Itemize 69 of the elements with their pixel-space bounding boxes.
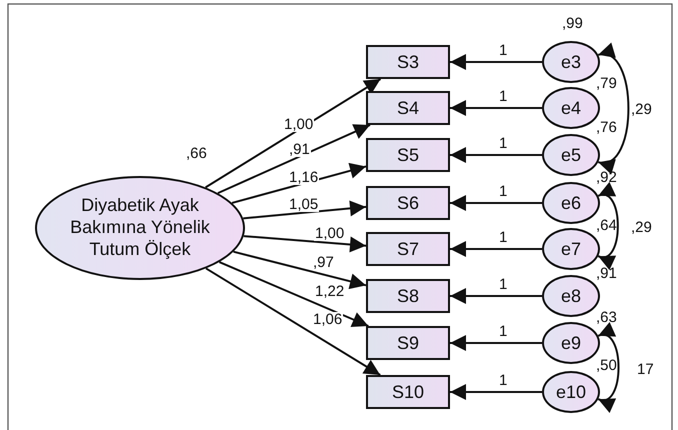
node-label: e9 bbox=[560, 334, 582, 352]
path-arrow bbox=[450, 384, 542, 400]
node-label: Diyabetik Ayak Bakımına Yönelik Tutum Ölçek bbox=[69, 195, 211, 261]
path-arrow bbox=[205, 78, 382, 188]
node-label: e3 bbox=[560, 53, 582, 71]
path-arrow bbox=[218, 261, 369, 328]
node-label: S6 bbox=[396, 194, 420, 212]
covariance-arrow bbox=[598, 325, 620, 410]
node-label: e6 bbox=[560, 194, 582, 212]
variance-label: ,50 bbox=[596, 358, 617, 373]
path-arrow bbox=[450, 195, 542, 211]
edge-label: 1,22 bbox=[314, 284, 346, 299]
path-arrow bbox=[450, 54, 542, 70]
path-arrow bbox=[244, 235, 366, 252]
edge-label: 1,16 bbox=[288, 170, 320, 185]
edge-label: 1 bbox=[498, 89, 508, 104]
path-arrow bbox=[450, 100, 542, 116]
edge-label: ,97 bbox=[312, 255, 335, 270]
edge-label: 1,00 bbox=[314, 226, 346, 241]
variance-label: ,99 bbox=[562, 16, 583, 31]
edge-label: 1 bbox=[498, 373, 508, 388]
edge-label: ,29 bbox=[630, 220, 653, 235]
edge-label: 1 bbox=[498, 43, 508, 58]
edge-label: ,91 bbox=[288, 142, 311, 157]
edge-label: ,29 bbox=[630, 102, 653, 117]
edge-label: 1 bbox=[498, 230, 508, 245]
node-label: S4 bbox=[396, 99, 420, 117]
edge-label: 1,00 bbox=[283, 117, 314, 132]
path-arrow bbox=[217, 124, 370, 194]
observed-variable-box bbox=[366, 375, 450, 409]
variance-label: ,63 bbox=[596, 310, 617, 325]
observed-variable-box bbox=[366, 138, 450, 172]
variance-label: ,64 bbox=[596, 218, 617, 233]
variance-label: ,66 bbox=[186, 146, 207, 161]
edge-label: 17 bbox=[636, 362, 655, 377]
observed-variable-box bbox=[366, 186, 450, 220]
observed-variable-box bbox=[366, 91, 450, 125]
variance-label: ,92 bbox=[596, 170, 617, 185]
path-arrow bbox=[243, 200, 366, 220]
node-label: S8 bbox=[396, 287, 420, 305]
node-label: S5 bbox=[396, 146, 420, 164]
node-label: S10 bbox=[392, 383, 424, 401]
node-label: S3 bbox=[396, 53, 420, 71]
node-label: S7 bbox=[396, 240, 420, 258]
edge-label: 1,05 bbox=[288, 197, 320, 212]
node-label: e5 bbox=[560, 146, 582, 164]
edge-label: 1 bbox=[498, 184, 508, 199]
node-label: e10 bbox=[556, 383, 586, 401]
variance-label: ,91 bbox=[596, 266, 617, 281]
edge-label: 1 bbox=[498, 277, 508, 292]
observed-variable-box bbox=[366, 326, 450, 360]
observed-variable-box bbox=[366, 232, 450, 266]
error-term-ellipse bbox=[542, 371, 600, 413]
path-arrow bbox=[450, 335, 542, 351]
covariance-arrow bbox=[598, 185, 619, 267]
node-label: e7 bbox=[560, 240, 582, 258]
node-label: e4 bbox=[560, 99, 582, 117]
node-label: S9 bbox=[396, 334, 420, 352]
observed-variable-box bbox=[366, 45, 450, 79]
observed-variable-box bbox=[366, 279, 450, 313]
path-arrow bbox=[450, 241, 542, 257]
edge-label: 1 bbox=[498, 136, 508, 151]
path-arrow bbox=[450, 288, 542, 304]
path-arrow bbox=[450, 147, 542, 163]
path-arrow bbox=[206, 268, 381, 376]
edge-label: 1,06 bbox=[312, 312, 344, 327]
node-label: e8 bbox=[560, 287, 582, 305]
edge-label: 1 bbox=[498, 324, 508, 339]
path-arrow bbox=[233, 250, 366, 290]
